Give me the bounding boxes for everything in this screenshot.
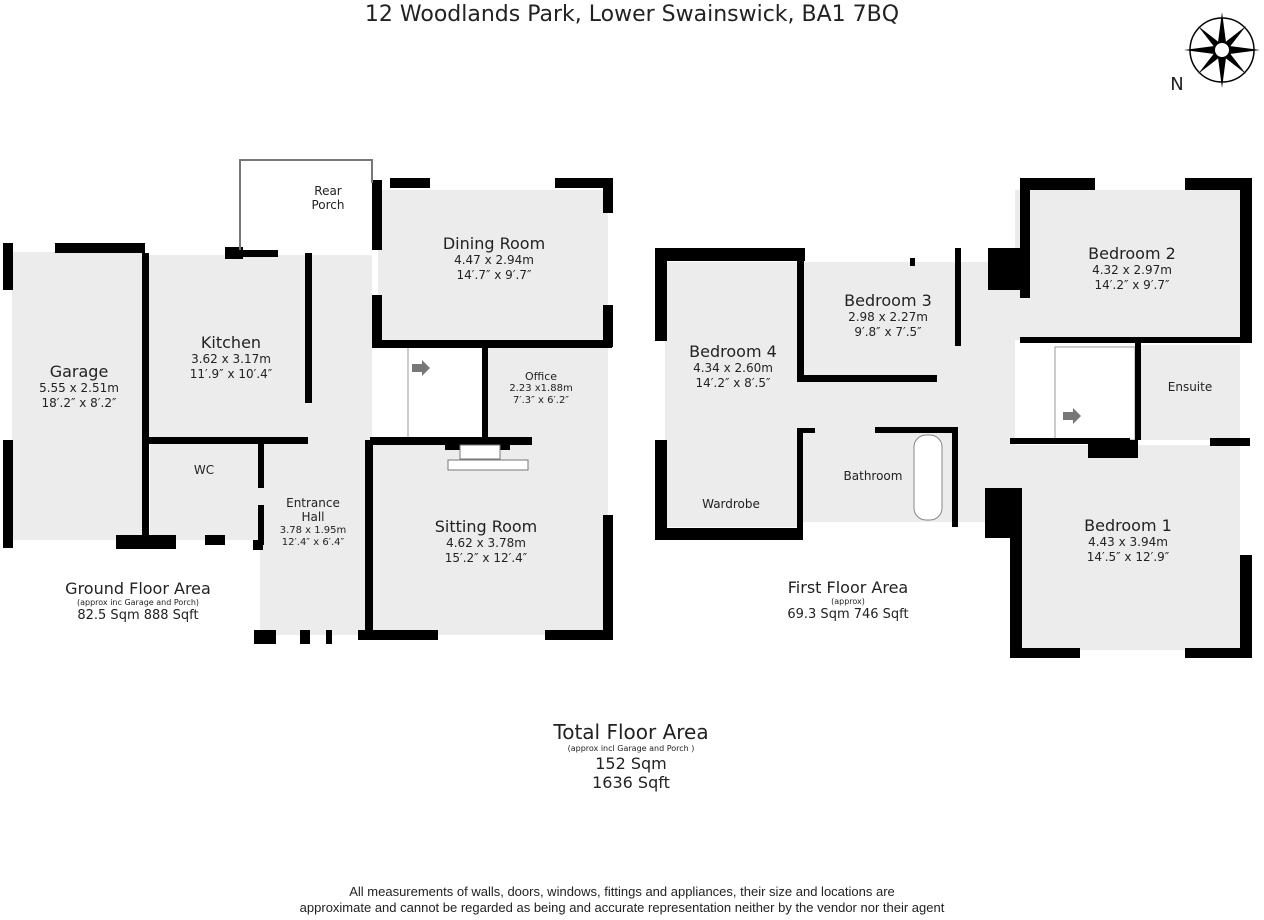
room-size-imperial: 12′.4″ x 6′.4″ (281, 536, 345, 548)
room-size-imperial: 9′.8″ x 7′.5″ (854, 324, 922, 339)
room-name: Sitting Room (434, 517, 538, 536)
area-heading: First Floor Area (787, 578, 909, 597)
room-size-metric: 3.62 x 3.17m (191, 352, 271, 367)
room-name: Office (524, 370, 558, 383)
first-floor (665, 190, 1240, 650)
area-value: 82.5 Sqm 888 Sqft (77, 607, 199, 623)
stairs-ground (407, 344, 486, 441)
room-size-imperial: 18′.2″ x 8′.2″ (41, 395, 117, 410)
room-name: Kitchen (200, 333, 262, 352)
room-name: Bedroom 1 (1084, 516, 1172, 535)
compass-north-label: N (1170, 74, 1184, 95)
room-name: Bedroom 4 (689, 342, 777, 361)
area-heading: Ground Floor Area (65, 579, 211, 598)
bed1-floor (1015, 445, 1240, 650)
room-size-metric: 2.23 x1.88m (509, 383, 573, 395)
area-note: (approx) (831, 597, 865, 607)
room-name: Garage (49, 362, 109, 381)
room-size-imperial: 14′.7″ x 9′.7″ (456, 267, 532, 282)
total-note: (approx incl Garage and Porch ) (567, 744, 695, 753)
room-name: Bedroom 3 (844, 291, 932, 310)
wardrobe-label: Wardrobe (702, 497, 760, 511)
area-note: (approx inc Garage and Porch) (76, 598, 200, 608)
stairs-first (1054, 346, 1136, 441)
bathroom-label: Bathroom (843, 469, 903, 483)
rear-porch (239, 159, 373, 250)
room-size-imperial: 7′.3″ x 6′.2″ (512, 395, 570, 407)
room-size-metric: 4.43 x 3.94m (1088, 535, 1168, 550)
room-size-imperial: 14′.5″ x 12′.9″ (1086, 549, 1170, 564)
total-sqm: 152 Sqm (595, 753, 667, 773)
first-walls (655, 178, 1252, 658)
disclaimer-line: approximate and cannot be regarded as be… (299, 899, 945, 915)
first-floor-area: First Floor Area(approx)69.3 Sqm 746 Sqf… (787, 578, 908, 622)
room-size-imperial: 11′.9″ x 10′.4″ (189, 366, 273, 381)
room-size-metric: 4.47 x 2.94m (454, 253, 534, 268)
sitting-floor (370, 440, 608, 635)
stair-arrow-icon (412, 360, 430, 376)
fireplace (447, 444, 529, 471)
ground-floor-area: Ground Floor Area(approx inc Garage and … (65, 579, 211, 623)
room-size-metric: 4.34 x 2.60m (693, 361, 773, 376)
room-size-metric: 3.78 x 1.95m (279, 524, 347, 536)
bed3-floor (805, 262, 955, 377)
room-name: Porch (311, 198, 345, 213)
disclaimer: All measurements of walls, doors, window… (300, 884, 945, 915)
room-size-imperial: 14′.2″ x 9′.7″ (1094, 277, 1170, 292)
bathtub (913, 434, 943, 521)
ground-floor (12, 190, 608, 635)
wc-floor (150, 442, 260, 540)
compass-rose-icon (1184, 12, 1260, 88)
room-size-metric: 5.55 x 2.51m (39, 381, 119, 396)
room-size-imperial: 15′.2″ x 12′.4″ (444, 550, 528, 565)
bed2-floor (1015, 190, 1240, 340)
room-size-metric: 4.62 x 3.78m (446, 536, 526, 551)
room-size-metric: 4.32 x 2.97m (1092, 263, 1172, 278)
total-sqft: 1636 Sqft (592, 772, 670, 792)
bed4-floor (665, 262, 800, 527)
room-name: Bedroom 2 (1088, 244, 1176, 263)
hall-floor (260, 255, 372, 635)
total-floor-area: Total Floor Area(approx incl Garage and … (553, 720, 708, 792)
garage-floor (12, 252, 145, 540)
area-value: 69.3 Sqm 746 Sqft (787, 606, 909, 622)
ensuite-label: Ensuite (1167, 380, 1213, 394)
room-name: Rear (314, 184, 342, 198)
office-floor (485, 345, 608, 440)
stair-arrow-icon (1063, 408, 1081, 424)
room-name: Hall (301, 510, 325, 525)
dining-floor (378, 190, 608, 340)
room-name: Dining Room (442, 234, 546, 253)
disclaimer-line: All measurements of walls, doors, window… (349, 884, 895, 899)
total-heading: Total Floor Area (553, 720, 709, 744)
room-size-imperial: 14′.2″ x 8′.5″ (695, 375, 771, 390)
room-name: Entrance (286, 496, 340, 510)
page-title: 12 Woodlands Park, Lower Swainswick, BA1… (364, 2, 900, 27)
ensuite-floor (1135, 345, 1240, 440)
ground-walls (3, 178, 613, 644)
wc-label: WC (193, 463, 215, 477)
room-size-metric: 2.98 x 2.27m (848, 310, 928, 325)
